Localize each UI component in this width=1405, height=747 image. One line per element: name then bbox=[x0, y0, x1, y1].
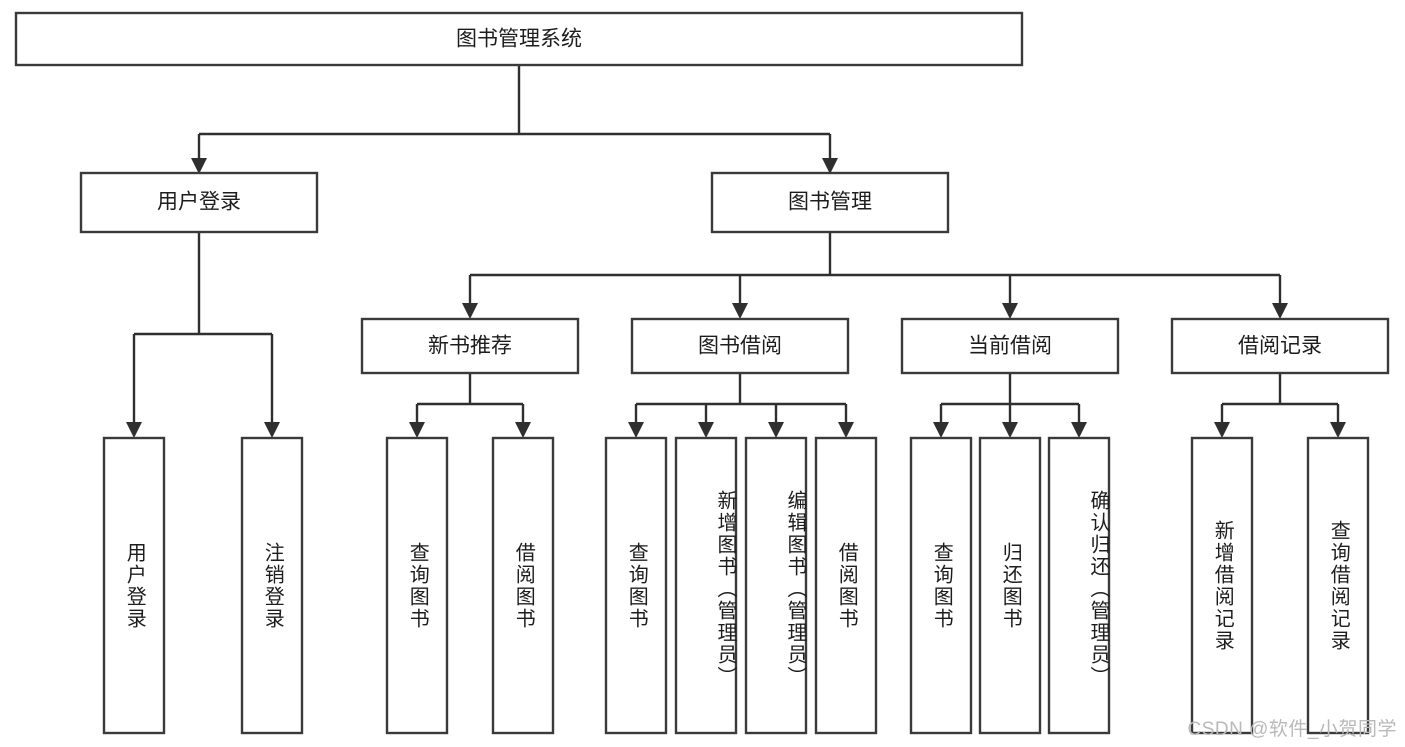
node-root-label: 图书管理系统 bbox=[456, 28, 582, 51]
node-leaf-edit-book[interactable] bbox=[744, 436, 808, 735]
arrow-head-book-borrow bbox=[732, 303, 748, 319]
node-leaf-borrow-book-2[interactable] bbox=[814, 436, 878, 735]
arrow-head-leaf-edit-book bbox=[768, 422, 784, 438]
watermark-text: CSDN @软件_小贺同学 bbox=[1187, 719, 1397, 740]
node-new-book-recommend-label: 新书推荐 bbox=[428, 335, 512, 358]
node-current-borrow-label: 当前借阅 bbox=[968, 335, 1052, 358]
arrow-head-leaf-borrow-book-1 bbox=[515, 422, 531, 438]
node-leaf-query-book-1[interactable] bbox=[385, 436, 449, 735]
arrow-head-user-login bbox=[191, 158, 207, 174]
node-leaf-add-record[interactable] bbox=[1190, 436, 1254, 735]
node-book-manage-label: 图书管理 bbox=[788, 191, 872, 214]
node-user-login[interactable] bbox=[79, 171, 319, 234]
arrow-head-leaf-user-logout bbox=[264, 422, 280, 438]
node-leaf-confirm-return[interactable] bbox=[1047, 436, 1111, 735]
node-leaf-borrow-book-1[interactable] bbox=[491, 436, 555, 735]
arrow-head-current-borrow bbox=[1002, 303, 1018, 319]
arrow-head-leaf-query-book-1 bbox=[409, 422, 425, 438]
node-leaf-user-login[interactable] bbox=[102, 436, 166, 735]
node-book-borrow-label: 图书借阅 bbox=[698, 335, 782, 358]
node-leaf-query-book-2[interactable] bbox=[604, 436, 668, 735]
node-layer: 图书管理系统 用户登录 图书管理 新书推荐 图书借阅 当前借阅 借阅记录 bbox=[14, 11, 1390, 735]
arrow-head-leaf-add-book bbox=[698, 422, 714, 438]
node-leaf-query-record[interactable] bbox=[1306, 436, 1370, 735]
arrow-head-leaf-query-record bbox=[1330, 422, 1346, 438]
node-new-book-recommend[interactable] bbox=[360, 317, 580, 375]
node-leaf-add-book[interactable] bbox=[674, 436, 738, 735]
arrow-head-leaf-borrow-book-2 bbox=[838, 422, 854, 438]
node-leaf-query-book-3[interactable] bbox=[909, 436, 973, 735]
node-book-borrow[interactable] bbox=[630, 317, 850, 375]
arrow-head-new-book-recommend bbox=[462, 303, 478, 319]
node-leaf-user-logout[interactable] bbox=[240, 436, 304, 735]
node-borrow-record[interactable] bbox=[1170, 317, 1390, 375]
node-borrow-record-label: 借阅记录 bbox=[1238, 335, 1322, 358]
arrow-head-leaf-add-record bbox=[1214, 422, 1230, 438]
arrow-head-leaf-confirm-return bbox=[1071, 422, 1087, 438]
node-current-borrow[interactable] bbox=[900, 317, 1120, 375]
arrow-head-leaf-query-book-2 bbox=[628, 422, 644, 438]
arrow-head-book-manage bbox=[822, 158, 838, 174]
arrow-head-borrow-record bbox=[1272, 303, 1288, 319]
node-leaf-return-book[interactable] bbox=[978, 436, 1042, 735]
node-root[interactable] bbox=[14, 11, 1024, 67]
arrow-head-leaf-return-book bbox=[1002, 422, 1018, 438]
node-book-manage[interactable] bbox=[710, 171, 950, 234]
arrow-head-leaf-user-login bbox=[126, 422, 142, 438]
arrow-head-leaf-query-book-3 bbox=[933, 422, 949, 438]
connector-layer bbox=[126, 65, 1346, 438]
node-user-login-label: 用户登录 bbox=[157, 191, 241, 214]
